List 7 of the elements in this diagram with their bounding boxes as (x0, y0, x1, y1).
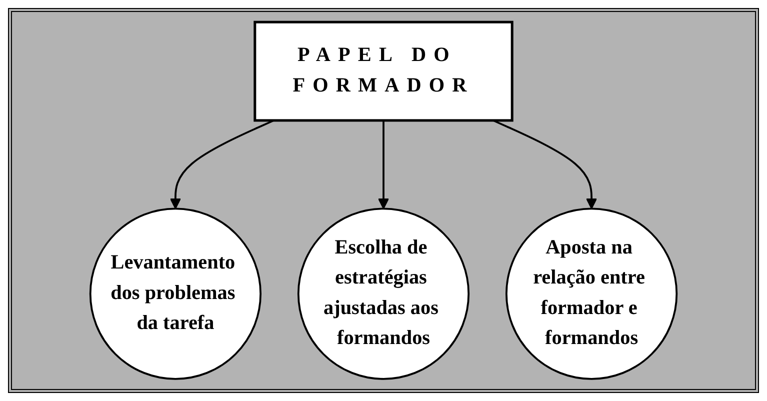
node-circle: Aposta na relação entre formador e formandos (506, 208, 678, 380)
arrow (170, 120, 274, 210)
arrow (378, 120, 390, 210)
node-box: PAPEL DO FORMADOR (254, 20, 514, 122)
node-circle: Levantamento dos problemas da tarefa (89, 208, 262, 380)
node-circle: Escolha de estratégias ajustadas aos formandos (297, 208, 470, 380)
arrow (492, 120, 598, 210)
